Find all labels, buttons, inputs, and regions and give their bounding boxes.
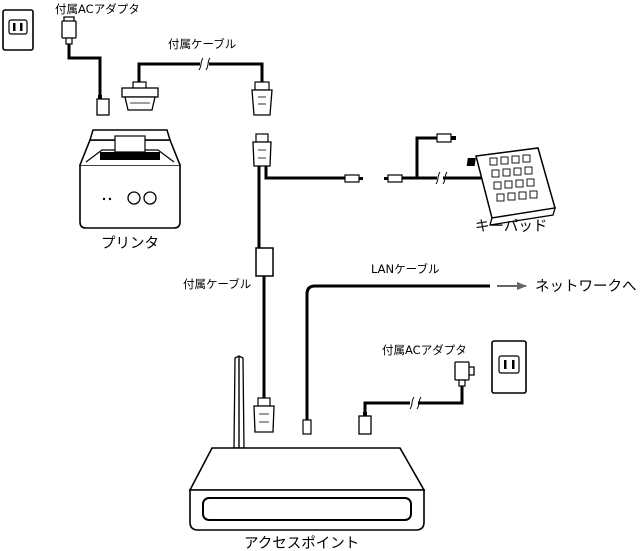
keypad xyxy=(466,147,556,226)
ac-adapter-top xyxy=(61,16,77,45)
wall-outlet-left xyxy=(2,9,34,51)
label-printer: プリンタ xyxy=(101,235,159,252)
label-lan-cable: LANケーブル xyxy=(371,262,439,276)
access-point-dsub-connector xyxy=(253,397,275,433)
y-cable-ferrite xyxy=(255,247,274,277)
lan-cable xyxy=(305,284,490,420)
top-printer-cable xyxy=(137,62,264,88)
label-network: ネットワークへ xyxy=(535,278,637,295)
keypad-cable xyxy=(402,136,482,180)
lan-connector xyxy=(302,419,312,435)
label-adapter-top: 付属ACアダプタ xyxy=(55,2,140,16)
keypad-cable-connector-b xyxy=(384,174,403,183)
keypad-cable-top-plug xyxy=(436,133,456,143)
wall-outlet-right xyxy=(491,340,527,394)
keypad-cable-connector-a xyxy=(344,174,363,183)
middle-y-cable xyxy=(257,166,345,248)
printer-power-plug xyxy=(96,95,110,116)
label-adapter-right: 付属ACアダプタ xyxy=(382,343,467,357)
ac-adapter-right xyxy=(454,361,475,387)
keypad-cable-break-mark xyxy=(435,171,448,185)
ac-adapter-top-cable xyxy=(67,44,102,95)
access-point xyxy=(188,355,426,531)
label-cable-mid: 付属ケーブル xyxy=(183,277,251,291)
printer xyxy=(79,129,181,229)
right-cable-break-mark xyxy=(409,396,422,410)
ac-adapter-right-cable xyxy=(363,386,464,416)
printer-side-connector xyxy=(252,133,272,167)
label-keypad: キーパッド xyxy=(475,218,547,235)
label-access-point: アクセスポイント xyxy=(244,535,359,551)
label-cable-top: 付属ケーブル xyxy=(168,37,236,51)
access-point-power-plug xyxy=(358,412,372,435)
printer-db-connector xyxy=(121,81,159,111)
top-cable-break-mark xyxy=(198,57,211,71)
top-cable-end-connector xyxy=(251,81,273,116)
